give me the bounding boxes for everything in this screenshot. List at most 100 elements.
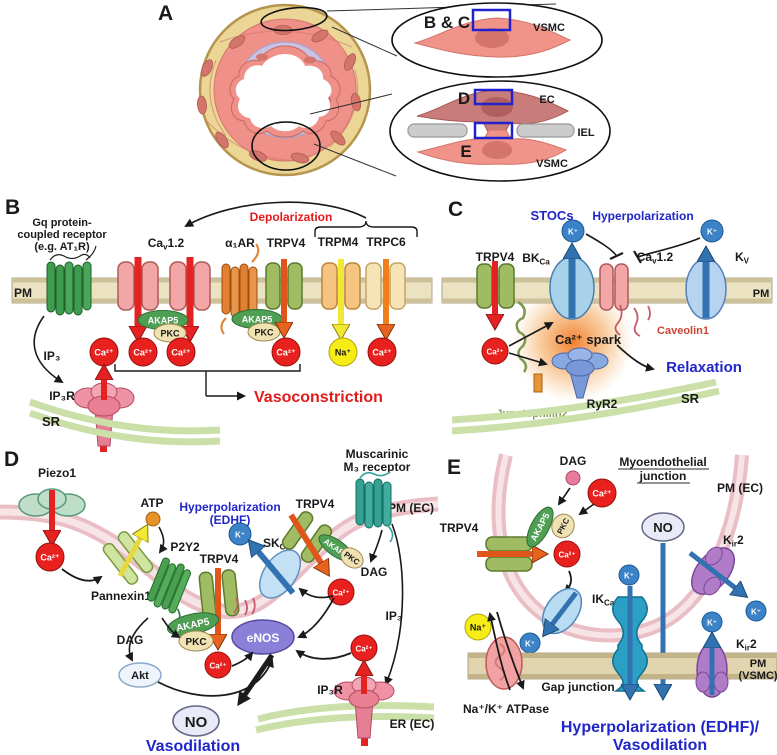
trpv4-channel-c bbox=[476, 263, 515, 309]
ip3r-label-d: IP₃R bbox=[317, 683, 343, 697]
no-node-e bbox=[641, 512, 685, 542]
caveolin1-label: Caveolin1 bbox=[657, 325, 709, 337]
svg-text:Na⁺: Na⁺ bbox=[335, 348, 352, 358]
ikca-label: IKCa bbox=[592, 592, 615, 608]
na-k-atpase bbox=[485, 611, 525, 691]
pkc-badge bbox=[178, 630, 214, 652]
erca-to-enos-arrow bbox=[295, 649, 352, 660]
trpv4-channel-d-mid bbox=[198, 569, 240, 619]
k-efflux-arrow bbox=[688, 551, 738, 590]
m3-to-dag-arrow bbox=[369, 529, 383, 563]
dag-to-akt-arrow bbox=[124, 617, 149, 662]
svg-text:Na⁺: Na⁺ bbox=[470, 623, 487, 633]
vessel-cross-section bbox=[197, 3, 372, 177]
trpv4-label-d-mid: TRPV4 bbox=[200, 552, 239, 566]
myoendothelial-label: Myoendothelial bbox=[619, 455, 706, 469]
stocs-label: STOCs bbox=[530, 208, 573, 223]
relaxation-arrow bbox=[616, 344, 655, 372]
cav12-channel-b bbox=[117, 261, 211, 311]
ec-label: EC bbox=[539, 94, 554, 106]
sr-membrane-c bbox=[451, 378, 720, 435]
dag-label-d-left: DAG bbox=[117, 633, 144, 647]
akap5-badge bbox=[526, 506, 554, 548]
junctophilin2-anchor bbox=[533, 373, 543, 393]
atp-release-arrow bbox=[117, 535, 142, 578]
trpm4-trpc6-brace bbox=[314, 220, 418, 237]
sr-label-b: SR bbox=[42, 414, 61, 429]
hyperpolarization-label-d: Hyperpolarization bbox=[179, 500, 280, 514]
dag-label-e: DAG bbox=[560, 454, 587, 468]
vasoconstriction-label: Vasoconstriction bbox=[254, 389, 383, 406]
muscarinic-label: Muscarinic bbox=[346, 447, 409, 461]
svg-text:AKAP5: AKAP5 bbox=[242, 315, 273, 325]
p2y2-to-pkc-arrow bbox=[161, 617, 181, 639]
atp-label: ATP bbox=[140, 496, 163, 510]
panel-d-label: D bbox=[4, 448, 19, 471]
akt-to-enos-arrow bbox=[157, 658, 274, 697]
svg-text:Ca²⁺: Ca²⁺ bbox=[276, 348, 296, 358]
ip3r-d bbox=[333, 672, 395, 746]
ca-ion bbox=[35, 542, 65, 572]
ca-to-pkc-arrow bbox=[578, 503, 595, 516]
trpv4-label-d-right: TRPV4 bbox=[296, 497, 335, 511]
cav12-label-b: Cav1.2 bbox=[148, 236, 185, 252]
svg-text:eNOS: eNOS bbox=[247, 631, 280, 645]
hyperpolarization-edhf-label: Hyperpolarization (EDHF)/ bbox=[561, 719, 760, 736]
smc-nuclei bbox=[197, 25, 362, 164]
caveolin-squiggle-d bbox=[233, 597, 256, 616]
kir2-label-ec: Kir2 bbox=[723, 533, 744, 549]
svg-text:Ca²⁺: Ca²⁺ bbox=[133, 348, 153, 358]
svg-text:Ca²⁺: Ca²⁺ bbox=[332, 589, 349, 598]
pkc-badge bbox=[551, 513, 575, 539]
ca-to-enos-arrow bbox=[297, 597, 335, 639]
na-ion bbox=[464, 613, 492, 641]
kv-label: KV bbox=[735, 250, 750, 266]
panel-a-label: A bbox=[158, 2, 173, 25]
atpase-label: Na⁺/K⁺ ATPase bbox=[463, 702, 549, 716]
ca-to-skca-arrow bbox=[298, 587, 334, 599]
svg-text:M₃ receptor: M₃ receptor bbox=[344, 460, 411, 474]
vsmc-bottom-label: VSMC bbox=[536, 158, 568, 170]
depolarization-label: Depolarization bbox=[250, 210, 333, 224]
ca-ion bbox=[350, 634, 378, 662]
svg-text:junction: junction bbox=[639, 469, 687, 483]
region-box-bc bbox=[471, 8, 512, 32]
svg-text:Ca²⁺: Ca²⁺ bbox=[209, 662, 226, 671]
callout-myoendothelial: D EC IEL E VSMC bbox=[389, 80, 611, 182]
pkc-badge bbox=[153, 323, 187, 343]
m3-to-ip3r-arrow bbox=[384, 523, 404, 686]
er-ec-label: ER (EC) bbox=[390, 717, 435, 731]
k-ion bbox=[700, 219, 724, 243]
panel-b: B Gq protein- coupled receptor (e.g. AT₁… bbox=[5, 196, 433, 452]
panel-e-label: E bbox=[447, 456, 461, 479]
panel-d: D PM (EC) Piezo1 Ca²⁺ Pannexin1 ATP P2Y2… bbox=[0, 447, 439, 755]
trpv4-label-b: TRPV4 bbox=[267, 236, 306, 250]
vasodilation-label-e: Vasodilation bbox=[613, 737, 707, 754]
hyperpolarization-label-c: Hyperpolarization bbox=[592, 209, 693, 223]
svg-text:NO: NO bbox=[185, 714, 208, 731]
caveolin1-squiggle bbox=[614, 304, 651, 337]
pm-vsmc-label: PM bbox=[750, 658, 767, 670]
vasodilation-label: Vasodilation bbox=[146, 738, 240, 755]
gq-receptor bbox=[46, 245, 97, 316]
svg-text:(VSMC): (VSMC) bbox=[738, 670, 777, 682]
vsmc-top-label: VSMC bbox=[533, 22, 565, 34]
ip3-arrow bbox=[33, 315, 64, 384]
svg-text:Ca²⁺: Ca²⁺ bbox=[355, 645, 372, 654]
trpv4-label-e: TRPV4 bbox=[440, 521, 479, 535]
svg-text:Ca²⁺: Ca²⁺ bbox=[171, 348, 191, 358]
svg-text:AKAP5: AKAP5 bbox=[148, 316, 179, 326]
svg-text:(e.g. AT₁R): (e.g. AT₁R) bbox=[34, 241, 90, 253]
ca-ion bbox=[481, 337, 509, 365]
svg-text:Ca²⁺: Ca²⁺ bbox=[592, 489, 612, 499]
ip3-label-d: IP₃ bbox=[386, 609, 403, 623]
svg-text:NO: NO bbox=[653, 520, 673, 535]
panel-e: E PM (EC) DAG Ca²⁺ Myoendothelial juncti… bbox=[440, 453, 777, 754]
callout-e-label: E bbox=[460, 142, 471, 161]
iel-bar-left bbox=[407, 123, 468, 138]
k-ion bbox=[745, 600, 767, 622]
trpm4-label: TRPM4 bbox=[318, 235, 359, 249]
ca-to-ryr2-arrow bbox=[508, 352, 548, 367]
ion-bracket bbox=[114, 364, 301, 396]
